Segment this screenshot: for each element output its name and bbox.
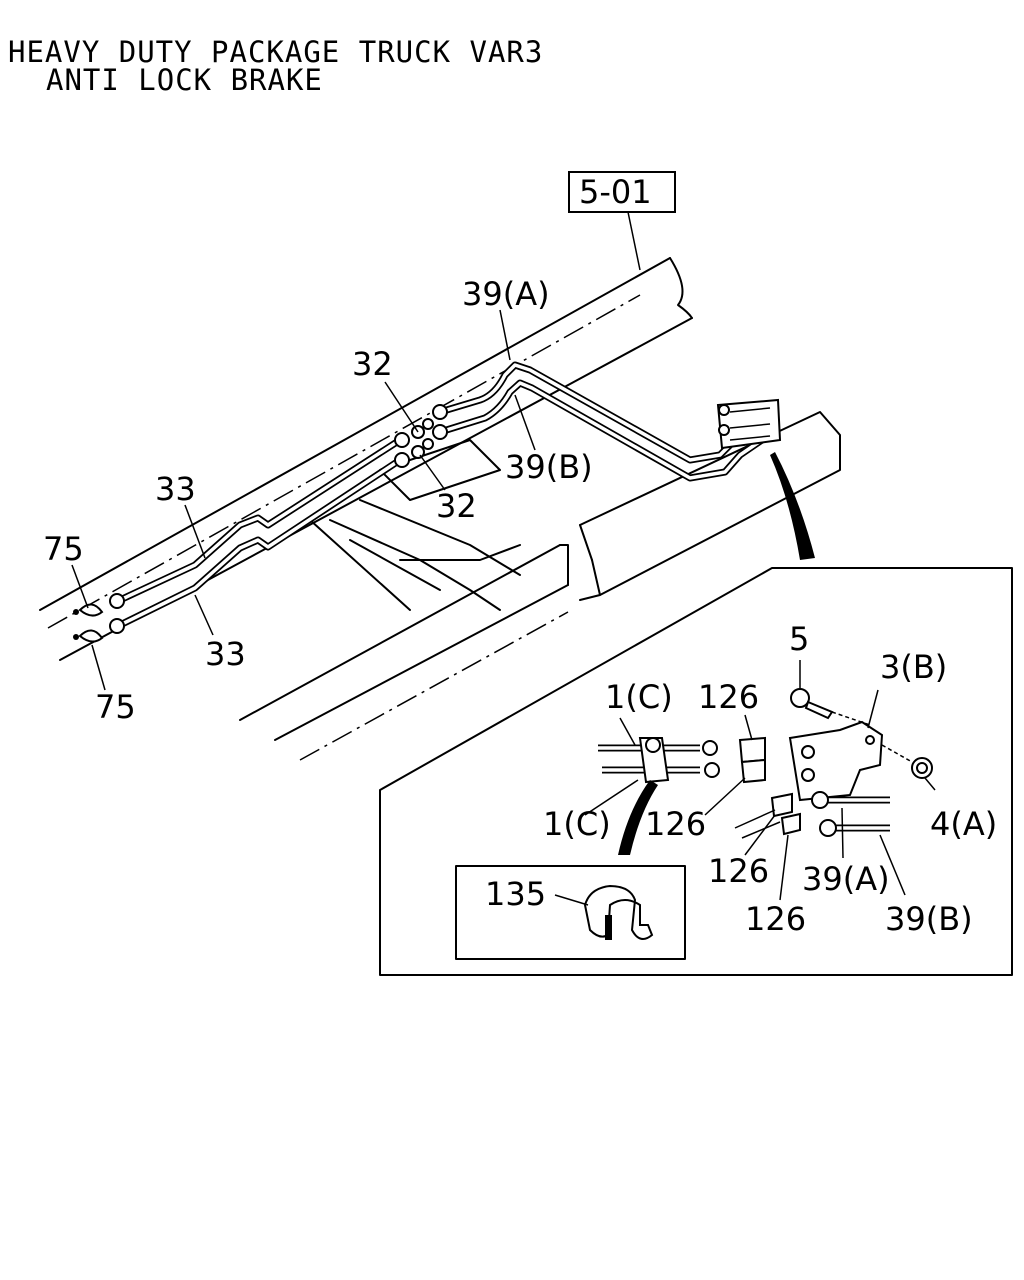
callout-126-a: 126 [698,678,759,716]
leaders-main [71,309,536,691]
callout-126-d: 126 [745,900,806,938]
reference-box-label: 5-01 [579,173,652,211]
detail-pipe-ends [811,791,890,837]
diagram-title-line2: ANTI LOCK BRAKE [46,63,323,97]
nut-32-group [394,404,448,468]
detail-box [379,567,1013,976]
callout-33-upper: 33 [155,470,196,508]
callout-126-c: 126 [708,852,769,890]
callout-4a: 4(A) [930,805,997,843]
callout-39a-top: 39(A) [462,275,550,313]
callout-75-upper: 75 [43,530,84,568]
callout-39b-detail: 39(B) [885,900,973,938]
detail-bolt-5 [790,688,871,726]
pipe-39a-main [438,361,762,464]
callout-5: 5 [789,620,809,658]
callout-32-upper: 32 [352,345,393,383]
detail-bracket-3b [788,720,884,802]
callout-32-lower: 32 [436,487,477,525]
pipe-33-lower [118,457,402,629]
cross-member [309,439,521,611]
callout-39a-detail: 39(A) [802,860,890,898]
callout-75-lower: 75 [95,688,136,726]
reference-box[interactable]: 5-01 [568,171,676,271]
fitting-75-group [73,593,125,643]
detail-nut-4a [881,744,933,779]
detail-pipes [598,736,766,784]
callout-39b-top: 39(B) [505,448,593,486]
frame-rail-right [239,544,569,761]
junction-block [716,398,782,450]
callout-3b: 3(B) [880,648,947,686]
pipe-33-upper [118,437,402,604]
detail-arrow [770,452,815,560]
callout-135: 135 [485,875,546,913]
sub-detail-box-135 [455,865,686,960]
sub-detail-arrow [618,780,658,855]
detail-clips-126 [734,792,801,839]
pipe-39b-main [438,379,764,482]
diagram-title-line1: HEAVY DUTY PACKAGE TRUCK VAR3 [8,35,544,69]
callout-126-b: 126 [645,805,706,843]
callout-1c-upper: 1(C) [605,678,673,716]
callout-1c-lower: 1(C) [543,805,611,843]
callout-33-lower: 33 [205,635,246,673]
leaders-detail [584,660,936,901]
